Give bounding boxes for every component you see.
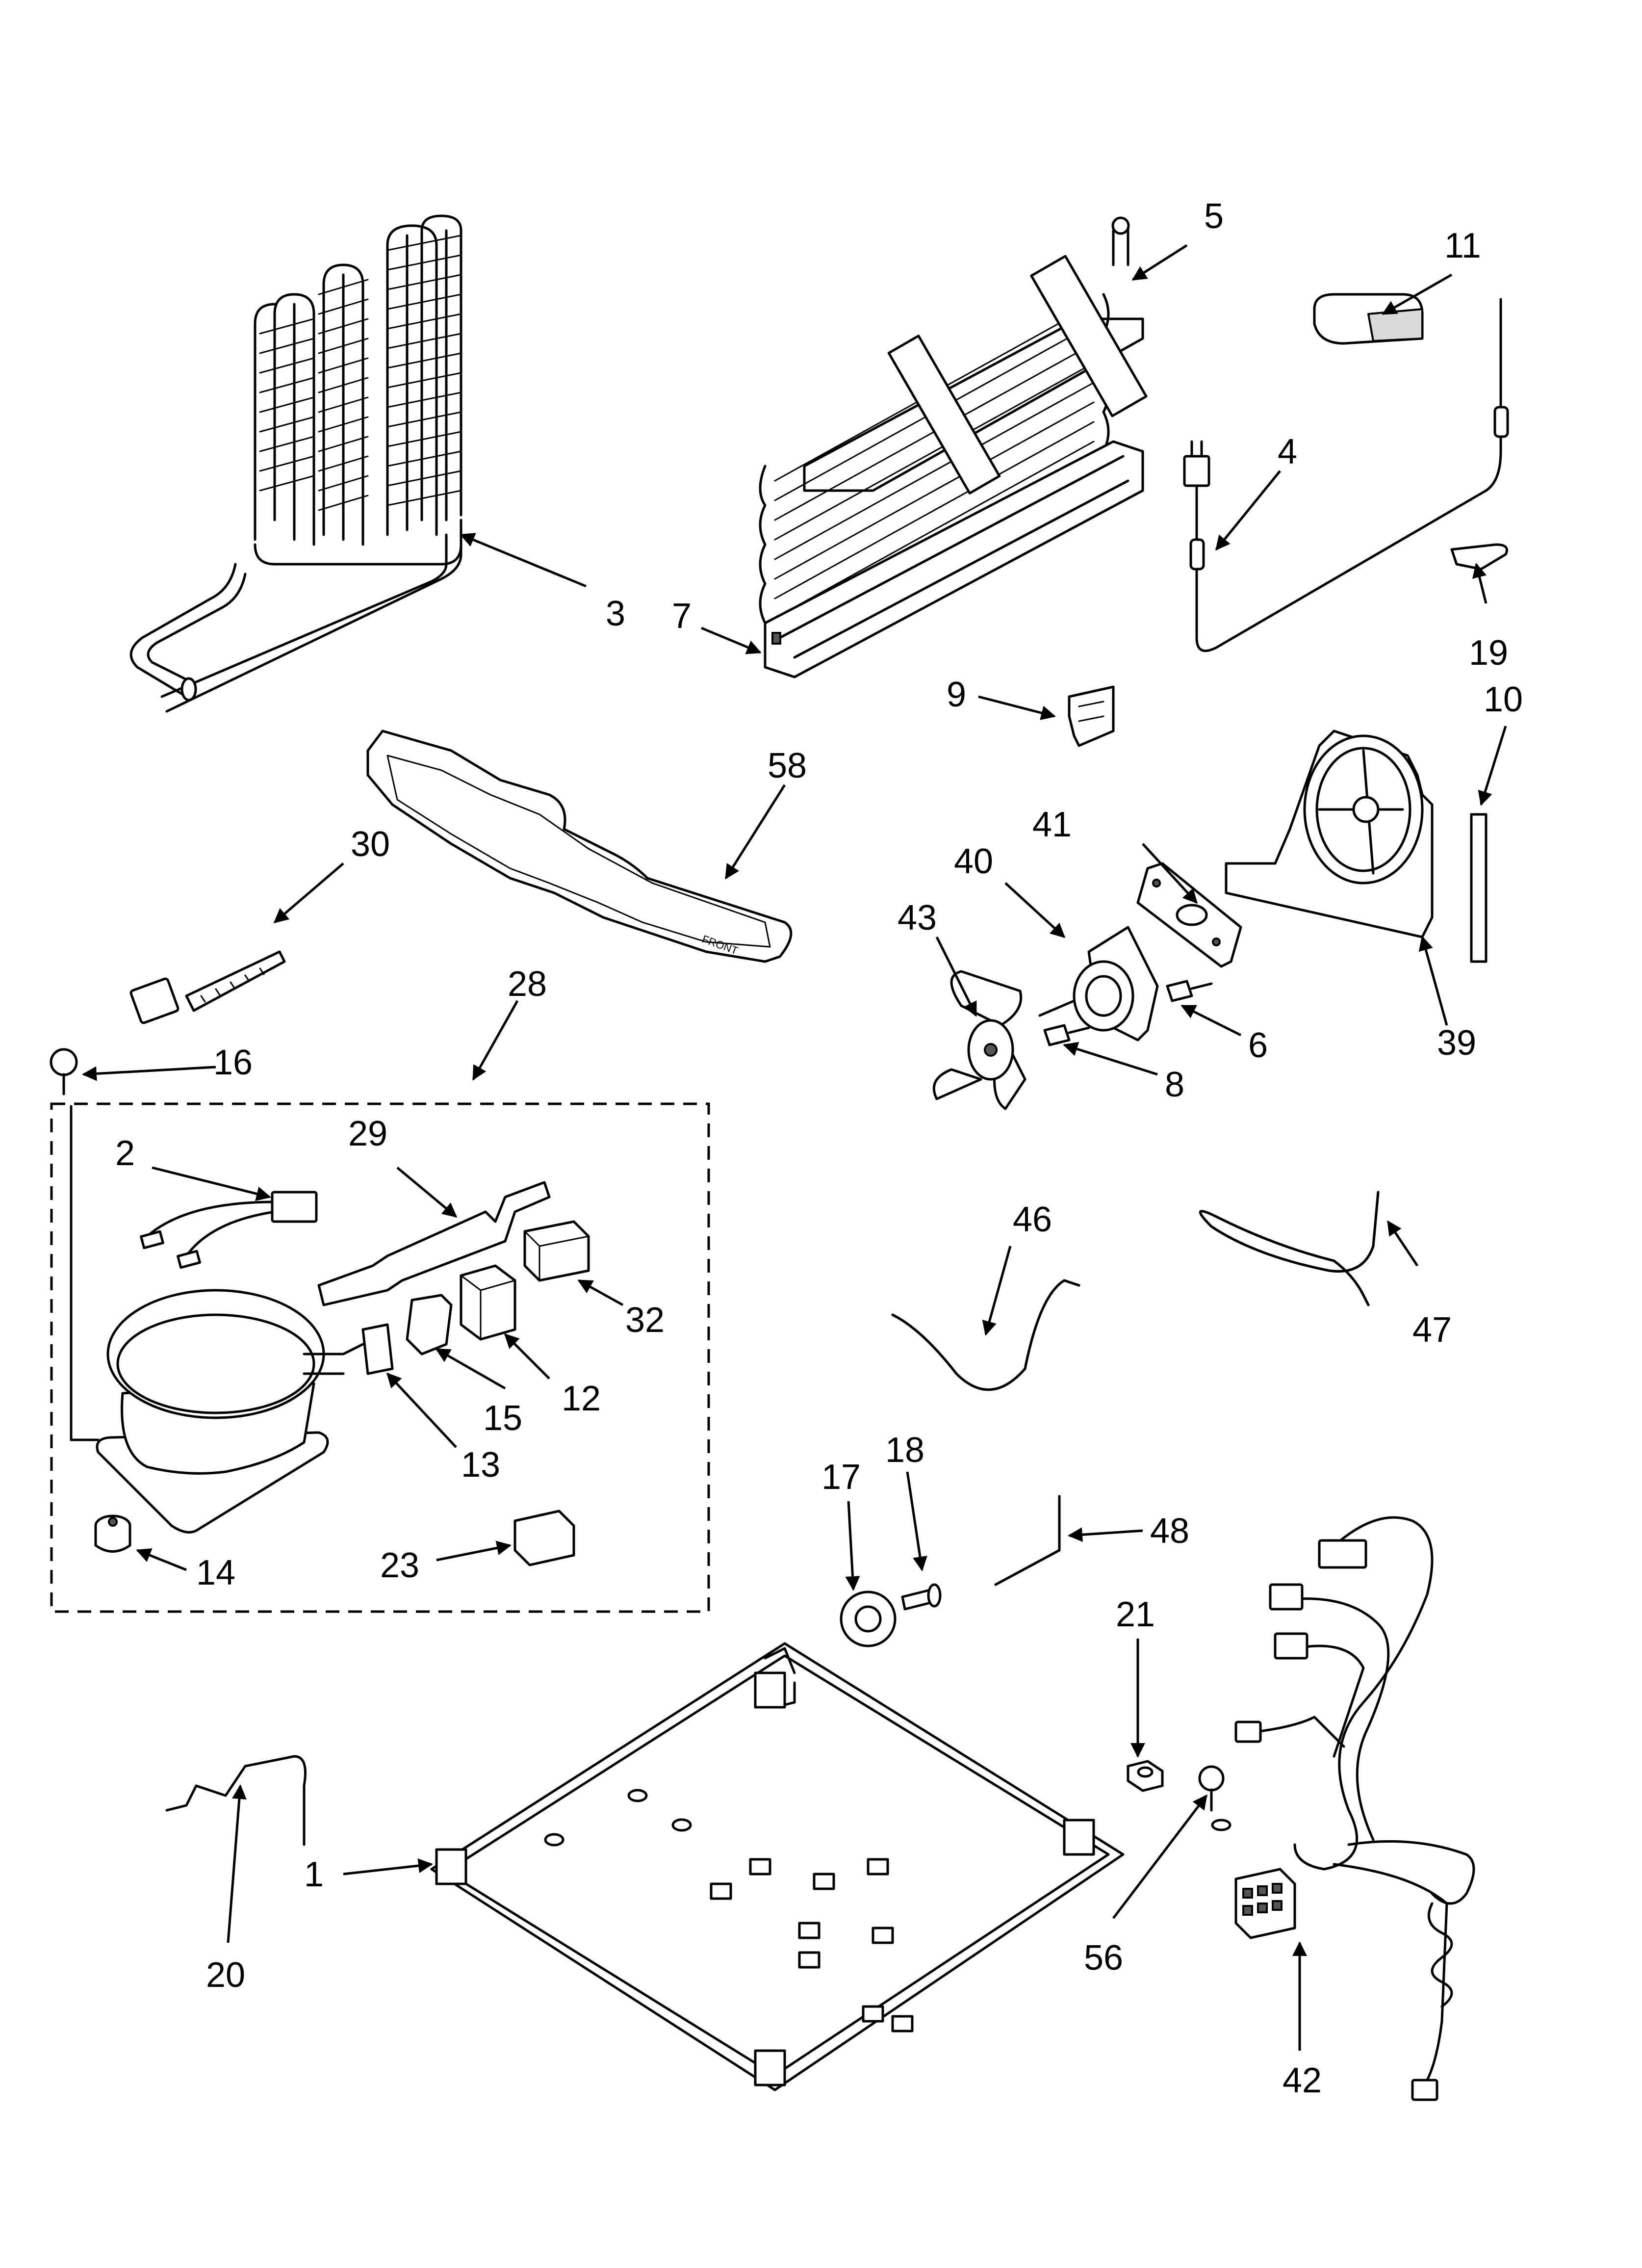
fan-blade (932, 970, 1026, 1110)
callout-4: 4 (1278, 432, 1297, 471)
callout-32: 32 (625, 1301, 665, 1340)
callout-20: 20 (206, 1955, 245, 1995)
terminal-13 (342, 1323, 394, 1375)
callout-14: 14 (196, 1553, 235, 1592)
thermistor (1183, 298, 1509, 652)
callout-39: 39 (1437, 1023, 1476, 1063)
callout-18: 18 (885, 1431, 924, 1470)
base-frame (430, 1642, 1125, 2091)
callout-2: 2 (115, 1134, 135, 1173)
leader-lines (82, 244, 1507, 2051)
strip (1470, 813, 1488, 963)
callout-40: 40 (954, 842, 993, 881)
callout-56: 56 (1084, 1938, 1123, 1978)
wire-harness (1234, 1516, 1475, 2101)
drain-trough (764, 440, 1144, 678)
drain-pan: FRONT (366, 730, 793, 963)
callout-23: 23 (380, 1546, 419, 1585)
callout-12: 12 (562, 1379, 601, 1418)
callout-1: 1 (304, 1855, 324, 1894)
wire-bracket (165, 1755, 307, 1846)
callout-3: 3 (606, 594, 625, 633)
callout-11: 11 (1444, 226, 1481, 265)
motor-bracket (1136, 862, 1242, 968)
nut (1127, 1760, 1164, 1792)
tube-48 (994, 1495, 1061, 1586)
ground-screw (1198, 1765, 1232, 1831)
callout-46: 46 (1013, 1200, 1052, 1239)
relay-32 (523, 1220, 590, 1282)
connector-23 (513, 1510, 575, 1566)
tube-46 (891, 1279, 1080, 1391)
callout-29: 29 (348, 1114, 387, 1153)
callout-48: 48 (1150, 1512, 1189, 1551)
screw-16 (50, 1048, 78, 1095)
callout-10: 10 (1484, 680, 1523, 719)
callout-17: 17 (821, 1458, 861, 1497)
callout-21: 21 (1116, 1595, 1155, 1634)
compressor-kit-box (50, 1102, 710, 1613)
callout-19: 19 (1469, 633, 1508, 673)
callout-5: 5 (1204, 197, 1224, 236)
tube-47 (1199, 1191, 1380, 1306)
callout-43: 43 (898, 898, 937, 938)
evaporator (759, 216, 1148, 625)
condenser-coil (129, 214, 462, 713)
callout-30: 30 (351, 825, 390, 864)
start-relay (460, 1264, 516, 1341)
compressor (96, 1289, 345, 1534)
callout-labels: 3 5 11 4 7 9 19 10 58 30 41 40 43 6 8 39… (115, 197, 1523, 2100)
callout-9: 9 (947, 675, 966, 714)
screws-6-8 (1043, 980, 1213, 1046)
clip (1450, 543, 1508, 571)
overload-15 (406, 1294, 453, 1356)
bracket (1068, 685, 1115, 747)
callout-42: 42 (1283, 2061, 1322, 2100)
callout-16: 16 (213, 1043, 253, 1082)
filter-drier (317, 1181, 551, 1306)
grommet (94, 1514, 131, 1553)
overload-connector (140, 1191, 318, 1269)
fan-motor (1038, 926, 1159, 1042)
fan-shroud (1225, 730, 1434, 938)
callout-58: 58 (768, 746, 807, 785)
callout-28: 28 (508, 965, 547, 1004)
callout-47: 47 (1412, 1310, 1452, 1350)
leveling-screw (901, 1583, 942, 1611)
leveling-foot (840, 1590, 897, 1647)
callout-13: 13 (461, 1445, 500, 1485)
callout-15: 15 (483, 1399, 522, 1438)
callout-7: 7 (672, 597, 692, 636)
callout-8: 8 (1165, 1065, 1184, 1104)
callout-6: 6 (1248, 1026, 1268, 1065)
cable-tie (129, 950, 286, 1024)
callout-41: 41 (1032, 805, 1072, 844)
